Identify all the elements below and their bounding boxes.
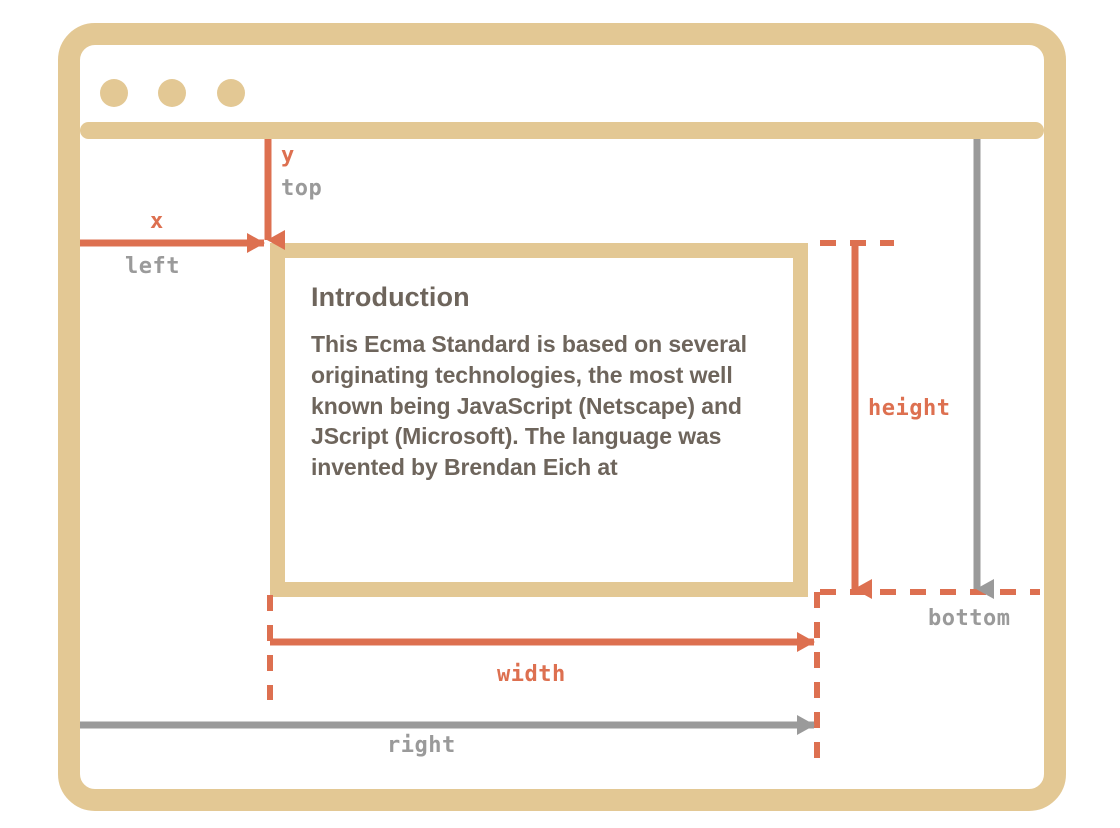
label-height: height: [868, 396, 951, 421]
window-dot-1[interactable]: [100, 79, 128, 107]
browser-window-frame: [58, 23, 1066, 811]
window-dot-3[interactable]: [217, 79, 245, 107]
document-heading: Introduction: [311, 282, 470, 312]
label-y: y: [281, 143, 295, 168]
label-bottom: bottom: [928, 606, 1011, 631]
label-width: width: [497, 662, 566, 687]
label-right: right: [387, 733, 456, 758]
window-traffic-lights: [100, 79, 245, 107]
window-outer-border: [58, 23, 1066, 811]
window-address-bar[interactable]: [80, 122, 1044, 139]
label-x: x: [150, 209, 164, 234]
document-card-content: Introduction This Ecma Standard is based…: [285, 258, 793, 582]
label-left: left: [125, 254, 180, 279]
label-top: top: [281, 176, 323, 201]
document-paragraph: This Ecma Standard is based on several o…: [311, 331, 747, 481]
window-dot-2[interactable]: [158, 79, 186, 107]
